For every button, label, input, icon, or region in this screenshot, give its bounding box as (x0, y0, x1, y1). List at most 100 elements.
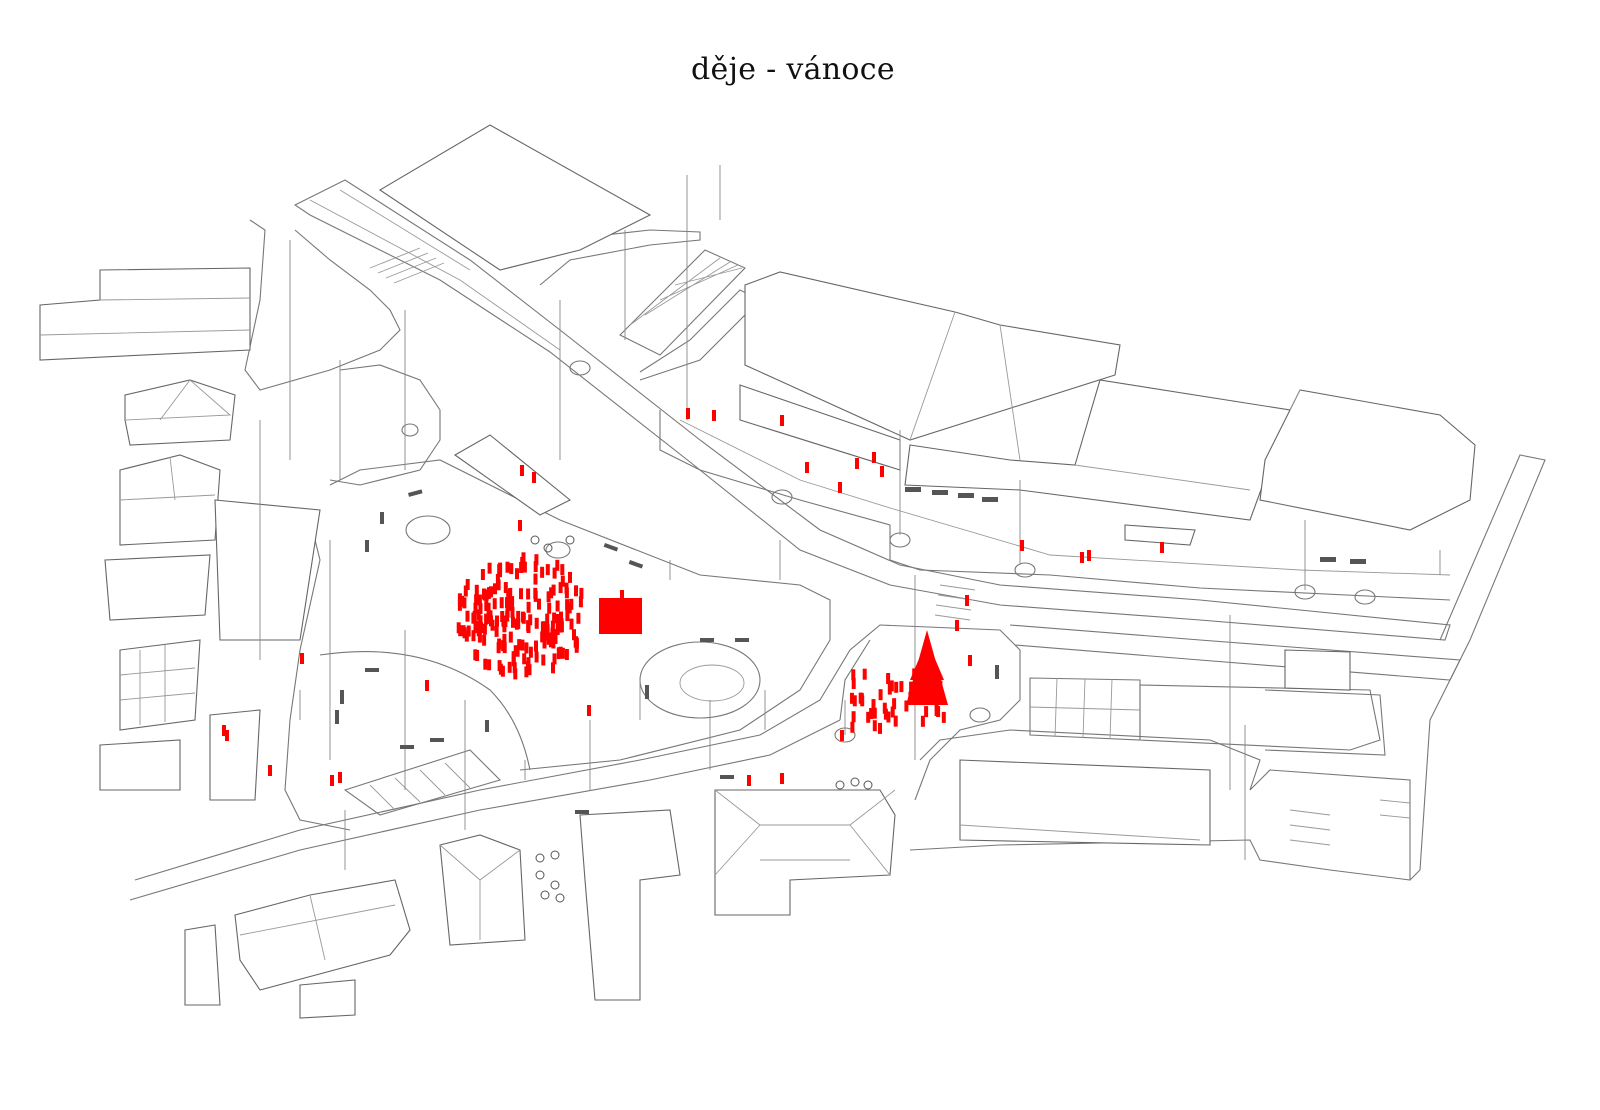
person (568, 571, 572, 583)
person (929, 673, 934, 685)
person (965, 595, 969, 606)
person (478, 615, 483, 627)
person (541, 621, 546, 633)
person (489, 586, 493, 598)
person (559, 618, 564, 630)
person (463, 585, 468, 597)
person (558, 582, 563, 594)
person (465, 579, 470, 590)
person (526, 588, 531, 600)
person (516, 610, 521, 622)
person (892, 698, 897, 710)
person (910, 689, 915, 701)
person (572, 629, 576, 641)
person (484, 613, 489, 625)
person (486, 588, 491, 599)
person (479, 622, 483, 634)
stage (599, 598, 642, 634)
person (620, 590, 624, 601)
person (482, 634, 487, 646)
christmas-tree (906, 630, 948, 705)
person (510, 596, 515, 608)
person (1080, 552, 1084, 563)
person (524, 642, 529, 654)
person (887, 683, 892, 695)
person (938, 680, 943, 692)
person (518, 520, 522, 531)
person (551, 584, 556, 596)
person (866, 711, 871, 723)
person (526, 620, 531, 632)
person (552, 612, 557, 624)
person (495, 615, 499, 627)
person (578, 596, 583, 608)
person (549, 587, 554, 599)
person (555, 559, 560, 571)
person (487, 612, 492, 624)
person (686, 408, 690, 419)
person (886, 711, 891, 723)
person (300, 653, 304, 664)
person (522, 561, 527, 573)
person (851, 711, 856, 723)
person (805, 462, 809, 473)
person (502, 633, 507, 645)
cafe-seating (530, 535, 873, 903)
person (850, 721, 855, 733)
person (551, 637, 556, 649)
person (486, 602, 491, 614)
person (496, 579, 501, 591)
person (456, 622, 461, 634)
person (872, 452, 876, 463)
person (576, 612, 581, 624)
person (501, 640, 506, 652)
benches (335, 487, 1366, 814)
diagram-title: děje - vánoce (691, 52, 895, 87)
person (519, 588, 523, 600)
person (560, 647, 565, 659)
person (555, 614, 560, 625)
person (534, 651, 539, 663)
person (474, 584, 479, 596)
person (521, 612, 526, 624)
person (475, 650, 480, 661)
person (555, 600, 560, 612)
person (574, 585, 578, 597)
person (551, 662, 555, 674)
person (871, 699, 876, 711)
person (487, 659, 492, 671)
person (569, 598, 574, 610)
person (478, 603, 483, 615)
person (466, 625, 471, 637)
person (511, 616, 515, 628)
person (534, 617, 539, 629)
person (520, 465, 524, 476)
person (473, 602, 478, 614)
person (497, 564, 502, 576)
person (890, 706, 895, 718)
person (509, 563, 514, 575)
person (494, 625, 499, 637)
person (878, 722, 882, 734)
person (855, 458, 859, 469)
person (477, 631, 482, 643)
person (564, 649, 569, 660)
person (872, 707, 877, 719)
person (508, 587, 513, 599)
person (465, 610, 470, 622)
person (514, 618, 519, 630)
people-crowd (222, 408, 1164, 786)
person (477, 594, 482, 606)
person (932, 690, 937, 702)
person (851, 669, 856, 681)
person (552, 567, 557, 579)
person (880, 466, 884, 477)
person (482, 588, 486, 600)
person (462, 597, 467, 609)
person (548, 632, 553, 644)
person (540, 566, 545, 578)
person (780, 773, 784, 784)
person (869, 708, 874, 719)
person (507, 661, 512, 673)
